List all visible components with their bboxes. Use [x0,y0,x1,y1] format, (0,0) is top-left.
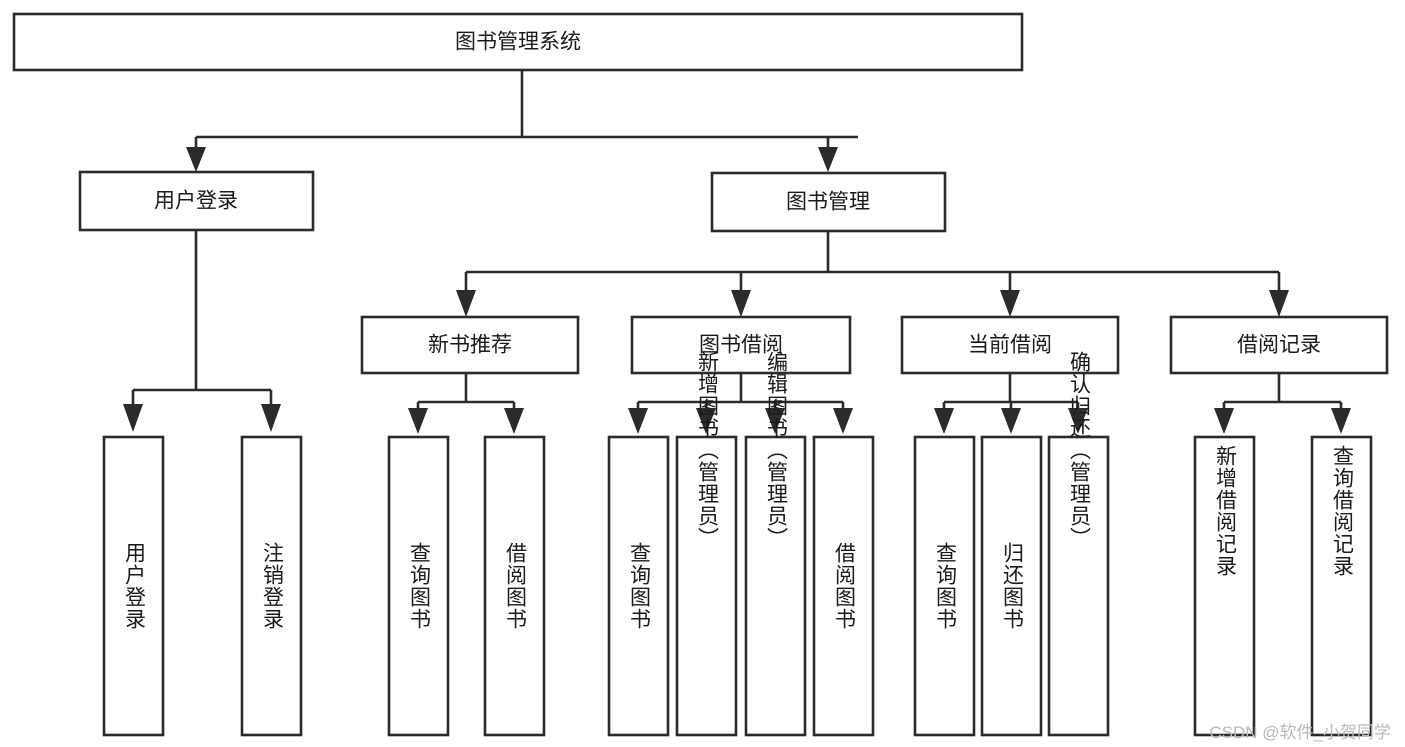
leaf-query-book-3[interactable]: 查询图书 [913,435,976,737]
leaf-confirm-return-label: 确认归还（管理员） [1067,351,1091,549]
node-user-login-label: 用户登录 [154,190,238,213]
node-new-book-recommend-label: 新书推荐 [428,334,512,357]
leaf-query-book-1-label: 查询图书 [407,542,431,630]
leaf-query-book-2[interactable]: 查询图书 [607,435,670,737]
node-book-manage[interactable]: 图书管理 [710,171,947,233]
connector-newbook-to-leaves [408,373,524,434]
leaf-query-record-label: 查询借阅记录 [1330,445,1354,577]
leaf-add-record-label: 新增借阅记录 [1213,445,1237,577]
leaf-borrow-book-2-label: 借阅图书 [832,542,856,630]
leaf-borrow-book-1-label: 借阅图书 [503,542,527,630]
leaf-return-book-label: 归还图书 [1000,542,1024,630]
node-new-book-recommend[interactable]: 新书推荐 [360,315,580,375]
leaf-user-login[interactable]: 用户登录 [102,435,165,737]
leaf-query-book-1[interactable]: 查询图书 [387,435,450,737]
node-book-manage-label: 图书管理 [786,191,870,214]
node-borrow-record-label: 借阅记录 [1237,334,1321,357]
leaf-edit-book[interactable]: 编辑图书（管理员） [744,351,807,737]
leaf-query-record[interactable]: 查询借阅记录 [1310,435,1373,737]
leaf-edit-book-label: 编辑图书（管理员） [764,351,788,549]
node-borrow-record[interactable]: 借阅记录 [1169,315,1389,375]
leaf-add-book[interactable]: 新增图书（管理员） [675,351,738,737]
node-current-borrow[interactable]: 当前借阅 [900,315,1120,375]
connector-bookborrow-to-leaves [628,373,853,434]
leaf-user-logout[interactable]: 注销登录 [240,435,303,737]
connector-currentborrow-to-leaves [934,373,1088,434]
node-book-borrow-label: 图书借阅 [699,334,783,357]
connector-userlogin-to-leaves [123,230,281,432]
node-current-borrow-label: 当前借阅 [968,334,1052,357]
node-root-label: 图书管理系统 [455,31,581,54]
leaf-borrow-book-2[interactable]: 借阅图书 [812,435,875,737]
node-book-borrow[interactable]: 图书借阅 [630,315,852,375]
leaf-return-book[interactable]: 归还图书 [980,435,1043,737]
csdn-watermark: CSDN @软件_小贺同学 [1209,723,1391,742]
leaf-confirm-return[interactable]: 确认归还（管理员） [1047,351,1110,737]
connector-root-to-level2 [186,70,858,172]
connector-borrowrecord-to-leaves [1214,373,1351,434]
leaf-add-record[interactable]: 新增借阅记录 [1193,435,1256,737]
node-root[interactable]: 图书管理系统 [12,12,1024,72]
leaf-query-book-2-label: 查询图书 [627,542,651,630]
leaf-query-book-3-label: 查询图书 [933,542,957,630]
connector-bookmanage-to-level3 [456,231,1289,317]
leaf-user-logout-label: 注销登录 [260,542,284,630]
leaf-user-login-label: 用户登录 [122,542,146,630]
leaf-add-book-label: 新增图书（管理员） [695,351,719,549]
leaf-borrow-book-1[interactable]: 借阅图书 [483,435,546,737]
node-user-login[interactable]: 用户登录 [78,170,315,232]
